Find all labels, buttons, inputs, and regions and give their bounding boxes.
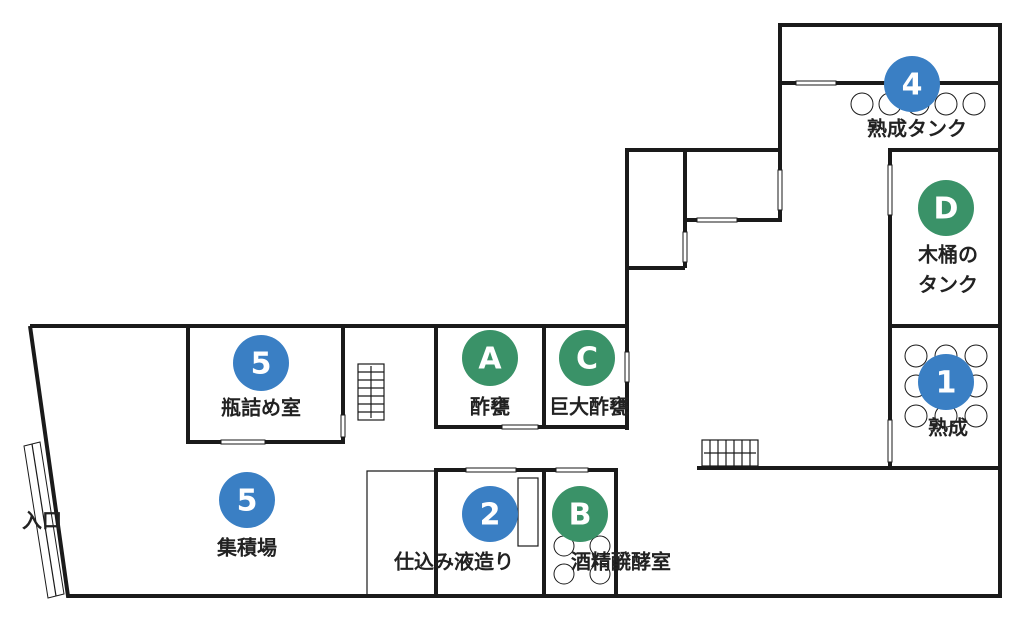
label-kioke-line2: タンク bbox=[918, 273, 978, 297]
marker-a: A bbox=[462, 330, 518, 386]
label-sakuyou: 酢甕 bbox=[470, 395, 510, 419]
label-shuseki: 集積場 bbox=[216, 536, 277, 560]
marker-2: 2 bbox=[462, 486, 518, 542]
svg-text:5: 5 bbox=[251, 347, 272, 382]
svg-text:1: 1 bbox=[936, 366, 957, 401]
entrance-door bbox=[23, 441, 65, 599]
stairs-horizontal bbox=[701, 439, 759, 467]
tanks-room-b bbox=[553, 535, 611, 585]
marker-1: 1 bbox=[918, 354, 974, 410]
walls bbox=[28, 23, 1002, 598]
label-jukusei: 熟成 bbox=[928, 416, 968, 440]
svg-text:C: C bbox=[576, 342, 598, 377]
marker-5-bottling: 5 bbox=[233, 335, 289, 391]
label-jukusei-tank: 熟成タンク bbox=[867, 117, 967, 141]
svg-text:A: A bbox=[478, 342, 502, 377]
label-iriguchi: 入口 bbox=[22, 509, 62, 533]
svg-text:B: B bbox=[569, 498, 592, 533]
marker-4: 4 bbox=[884, 56, 940, 112]
svg-text:4: 4 bbox=[902, 68, 923, 103]
label-hakkou: 酒精醗酵室 bbox=[571, 550, 671, 574]
marker-c: C bbox=[559, 330, 615, 386]
marker-b: B bbox=[552, 486, 608, 542]
svg-text:2: 2 bbox=[480, 498, 501, 533]
stairs-vertical bbox=[357, 363, 385, 421]
label-kioke-line1: 木桶の bbox=[917, 243, 978, 267]
label-kyodai-sakuyou: 巨大酢甕 bbox=[549, 395, 629, 419]
marker-5-storage: 5 bbox=[219, 472, 275, 528]
label-bin-tsume: 瓶詰め室 bbox=[221, 396, 301, 420]
partition-lines bbox=[366, 470, 539, 596]
label-shikomi: 仕込み液造り bbox=[393, 550, 514, 574]
marker-d: D bbox=[918, 180, 974, 236]
svg-text:D: D bbox=[934, 192, 959, 227]
door-openings bbox=[220, 80, 893, 473]
svg-text:5: 5 bbox=[237, 484, 258, 519]
